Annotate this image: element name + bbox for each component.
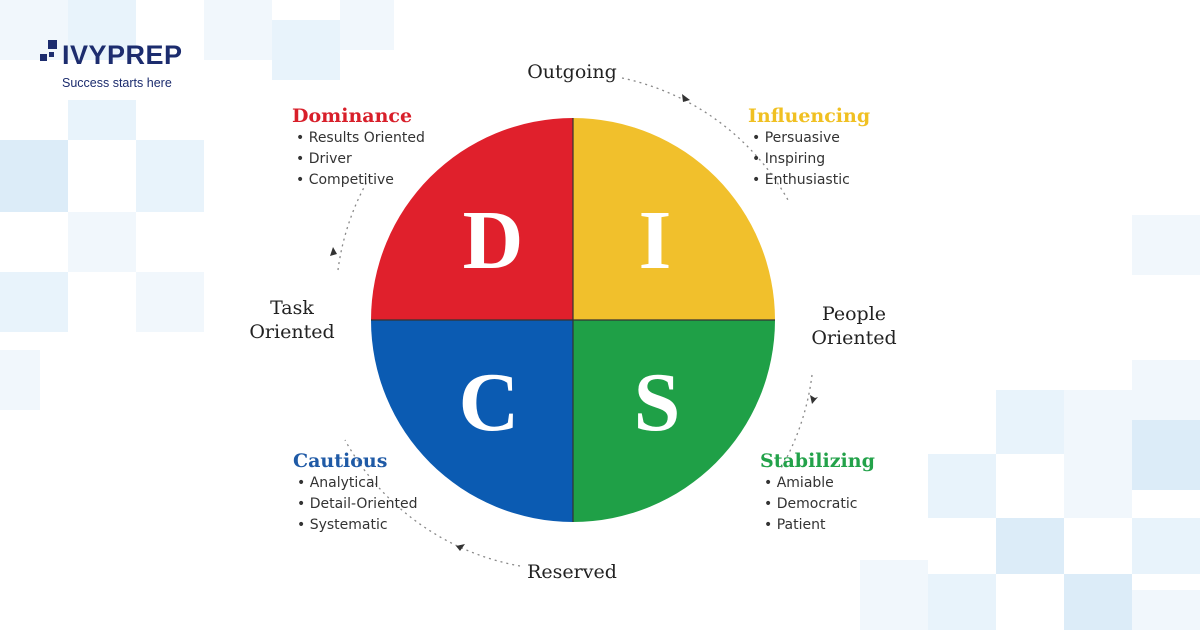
axis-top-label: Outgoing <box>527 61 617 83</box>
stabilizing-traits: Amiable Democratic Patient <box>764 473 858 536</box>
list-item: Patient <box>764 515 857 536</box>
quadrant-s <box>573 320 775 522</box>
axis-right-line-2: Oriented <box>811 327 897 349</box>
brand-name: IVYPREP <box>62 40 183 70</box>
letter-s: S <box>634 356 681 449</box>
list-item: Detail-Oriented <box>297 494 418 515</box>
list-item: Amiable <box>764 473 857 494</box>
axis-bottom-label: Reserved <box>527 561 617 583</box>
list-item: Inspiring <box>752 149 850 170</box>
quadrant-c <box>371 320 573 522</box>
arrow-bottom-left-icon <box>456 544 465 551</box>
list-item: Persuasive <box>752 128 850 149</box>
cautious-traits: Analytical Detail-Oriented Systematic <box>297 473 418 536</box>
list-item: Driver <box>296 149 425 170</box>
arrow-left-icon <box>330 247 337 256</box>
letter-c: C <box>459 356 520 449</box>
list-item: Results Oriented <box>296 128 425 149</box>
orbit-arc-left <box>337 179 369 271</box>
axis-left-label: Task Oriented <box>244 296 340 344</box>
dominance-title: Dominance <box>292 105 413 127</box>
arrow-right-icon <box>810 395 818 404</box>
letter-i: I <box>639 194 672 287</box>
stabilizing-title: Stabilizing <box>760 450 875 472</box>
axis-left-line-1: Task <box>270 297 314 319</box>
list-item: Competitive <box>296 170 425 191</box>
axis-left-line-2: Oriented <box>249 321 335 343</box>
list-item: Analytical <box>297 473 418 494</box>
arrow-top-right-icon <box>682 94 690 102</box>
axis-right-label: People Oriented <box>806 302 902 350</box>
list-item: Democratic <box>764 494 858 515</box>
letter-d: D <box>463 194 524 287</box>
brand-tagline: Success starts here <box>62 76 172 90</box>
influencing-title: Influencing <box>748 105 871 127</box>
axis-right-line-1: People <box>821 303 887 325</box>
list-item: Systematic <box>297 515 418 536</box>
list-item: Enthusiastic <box>752 170 850 191</box>
dominance-traits: Results Oriented Driver Competitive <box>296 128 425 191</box>
quadrant-i <box>573 118 775 320</box>
orbit-arrows <box>330 94 818 551</box>
quadrant-d <box>371 118 573 320</box>
influencing-traits: Persuasive Inspiring Enthusiastic <box>752 128 850 191</box>
cautious-title: Cautious <box>293 450 388 472</box>
